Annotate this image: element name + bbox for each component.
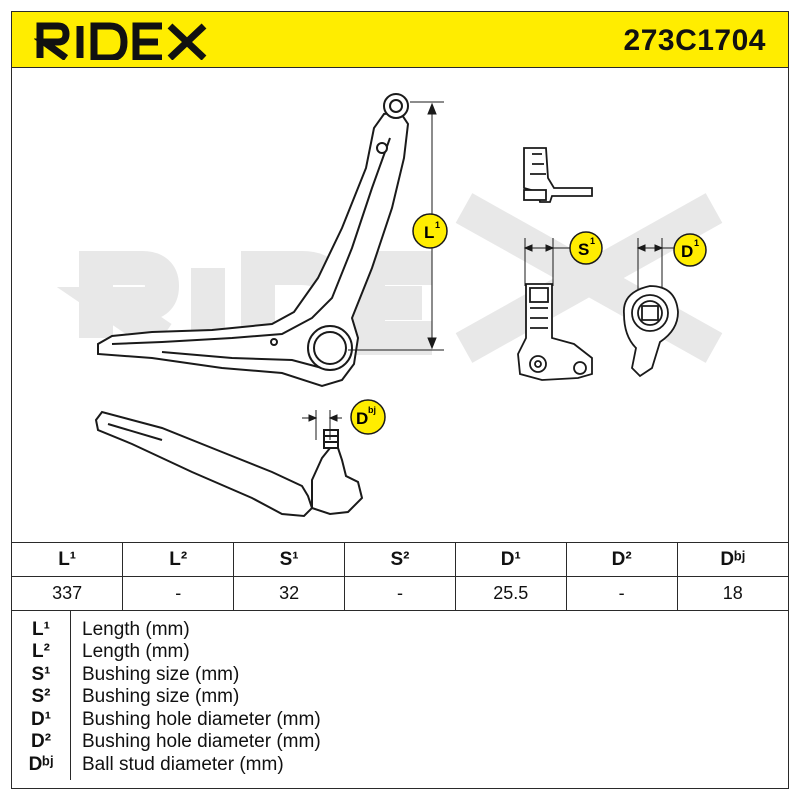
legend-symbol: L¹: [32, 619, 50, 640]
ridex-watermark: [56, 193, 723, 363]
legend-symbol: D¹: [30, 709, 52, 730]
legend-item: S¹ Bushing size (mm): [12, 664, 788, 686]
legend-item: L¹ Length (mm): [12, 619, 788, 641]
svg-text:1: 1: [435, 220, 440, 230]
legend-label: Bushing size (mm): [82, 686, 240, 707]
svg-text:L: L: [424, 223, 434, 242]
legend-item: Dᵇʲ Ball stud diameter (mm): [12, 754, 788, 776]
callout-s1: S 1: [569, 231, 603, 265]
legend-label: Ball stud diameter (mm): [82, 754, 284, 775]
s1-dimension-line: [523, 238, 570, 286]
control-arm: [97, 93, 410, 388]
spec-table: L¹ L² S¹ S² D¹ D² Dᵇʲ 337 - 32 - 25.5 - …: [12, 542, 788, 611]
svg-text:1: 1: [590, 236, 595, 246]
legend-label: Bushing size (mm): [82, 664, 240, 685]
header-cell-d1: D¹: [454, 542, 567, 577]
legend-item: D² Bushing hole diameter (mm): [12, 731, 788, 753]
header-bar: 273C1704: [12, 12, 788, 68]
legend-item: L² Length (mm): [12, 641, 788, 663]
svg-text:D: D: [681, 242, 693, 261]
svg-text:1: 1: [694, 238, 699, 248]
dbj-dimension-line: [302, 410, 342, 440]
legend-label: Length (mm): [82, 619, 190, 640]
bushing-side-view: [517, 283, 593, 381]
legend-symbol: S²: [31, 686, 51, 707]
header-cell-d2: D²: [565, 542, 678, 577]
legend-symbol: S¹: [31, 664, 51, 685]
callout-dbj: D bj: [350, 399, 386, 435]
spec-table-value-row: 337 - 32 - 25.5 - 18: [12, 576, 788, 611]
value-cell-s2: -: [344, 576, 456, 611]
value-cell-s1: 32: [233, 576, 345, 611]
legend-symbol: L²: [32, 641, 50, 662]
value-cell-d1: 25.5: [454, 576, 567, 611]
legend-item: D¹ Bushing hole diameter (mm): [12, 709, 788, 731]
spec-table-header-row: L¹ L² S¹ S² D¹ D² Dᵇʲ: [12, 542, 788, 577]
value-cell-l1: 337: [12, 576, 123, 611]
legend-label: Bushing hole diameter (mm): [82, 731, 321, 752]
part-number: 273C1704: [623, 24, 766, 57]
header-cell-s1: S¹: [233, 542, 345, 577]
header-cell-s2: S²: [344, 542, 456, 577]
svg-text:bj: bj: [368, 405, 376, 415]
value-cell-l2: -: [122, 576, 234, 611]
callout-d1: D 1: [673, 233, 707, 267]
value-cell-d2: -: [565, 576, 678, 611]
callout-l1: L 1: [412, 213, 448, 249]
technical-drawing: L 1 S 1 D 1: [56, 93, 723, 518]
legend-label: Bushing hole diameter (mm): [82, 709, 321, 730]
svg-text:D: D: [356, 409, 368, 428]
bushing-front-view: [623, 285, 679, 378]
legend-symbol: Dᵇʲ: [28, 754, 54, 775]
svg-text:S: S: [578, 240, 589, 259]
value-cell-dbj: 18: [676, 576, 788, 611]
legend-item: S² Bushing size (mm): [12, 686, 788, 708]
legend-label: Length (mm): [82, 641, 190, 662]
legend-divider: [70, 610, 71, 780]
legend: L¹ Length (mm) L² Length (mm) S¹ Bushing…: [12, 610, 788, 780]
header-cell-dbj: Dᵇʲ: [676, 542, 788, 577]
header-cell-l2: L²: [122, 542, 234, 577]
legend-symbol: D²: [30, 731, 52, 752]
header-cell-l1: L¹: [12, 542, 123, 577]
ridex-logo: [34, 22, 207, 60]
ball-joint-arm: [94, 410, 364, 518]
bushing-bracket-top: [523, 147, 593, 203]
